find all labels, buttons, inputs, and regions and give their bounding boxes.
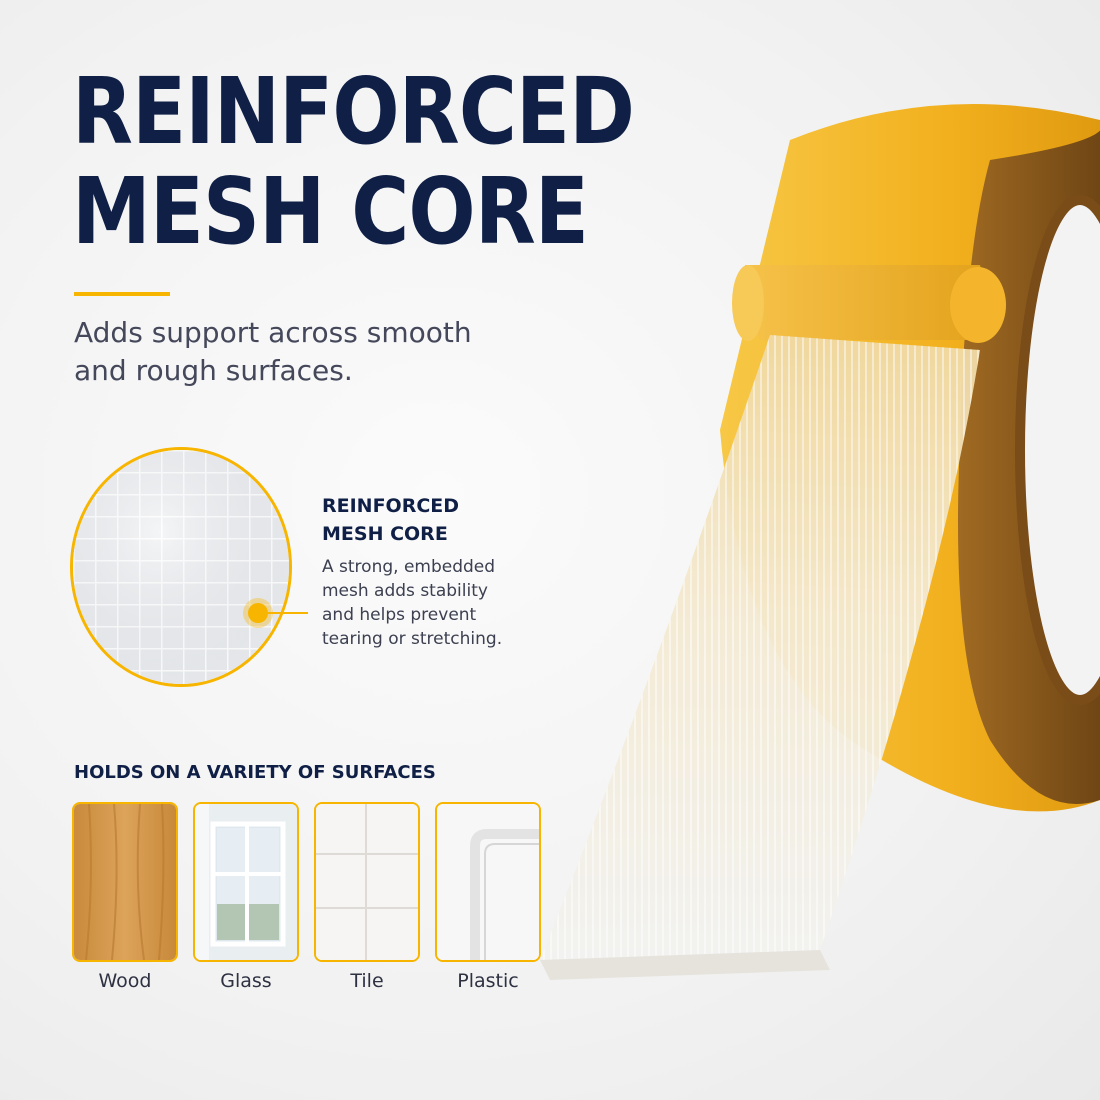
plastic-frame-icon: [437, 804, 539, 960]
mesh-closeup-image: [70, 447, 292, 687]
callout-dot: [248, 603, 268, 623]
callout-text-line: mesh adds stability: [322, 581, 488, 601]
accent-divider: [74, 292, 170, 296]
headline-line-1: REINFORCED: [72, 58, 635, 165]
subtitle: Adds support across smooth and rough sur…: [74, 314, 514, 390]
callout-description: A strong, embedded mesh adds stability a…: [322, 555, 502, 651]
white-tiles-icon: [316, 804, 418, 960]
surface-label-glass: Glass: [220, 970, 272, 992]
tape-roll-illustration: [540, 104, 1100, 980]
subtitle-line-2: and rough surfaces.: [74, 354, 353, 387]
surface-card-plastic: [435, 802, 541, 962]
window-glass-icon: [195, 804, 297, 960]
surface-card-wood: [72, 802, 178, 962]
callout-connector: [268, 612, 308, 614]
surface-label-wood: Wood: [98, 970, 152, 992]
headline-line-2: MESH CORE: [72, 158, 589, 265]
callout-title-line-1: REINFORCED: [322, 495, 460, 517]
headline: REINFORCED MESH CORE: [72, 58, 635, 265]
callout-text-line: A strong, embedded: [322, 557, 496, 577]
subtitle-line-1: Adds support across smooth: [74, 316, 472, 349]
callout-text-line: and helps prevent: [322, 605, 477, 625]
callout-title: REINFORCED MESH CORE: [322, 492, 459, 548]
callout-title-line-2: MESH CORE: [322, 523, 448, 545]
callout-text-line: tearing or stretching.: [322, 629, 503, 649]
surface-label-plastic: Plastic: [457, 970, 519, 992]
surface-card-tile: [314, 802, 420, 962]
surfaces-heading: HOLDS ON A VARIETY OF SURFACES: [74, 762, 436, 783]
surface-card-glass: [193, 802, 299, 962]
wood-texture-icon: [74, 804, 176, 960]
surface-label-tile: Tile: [350, 970, 384, 992]
release-liner: [745, 265, 984, 340]
